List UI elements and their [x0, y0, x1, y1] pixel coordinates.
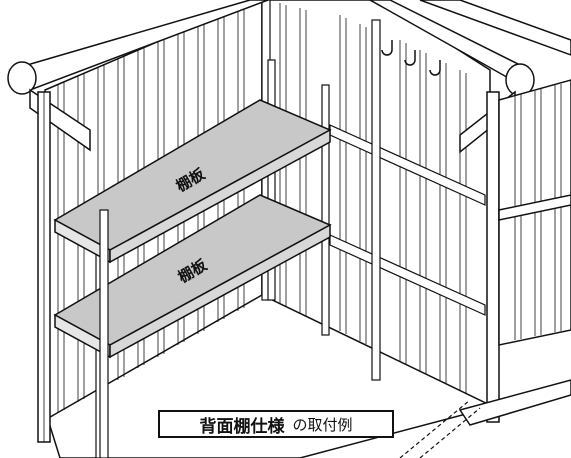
- front-post-left: [37, 91, 51, 443]
- back-wall-right: [261, 0, 491, 407]
- caption-sub: の取付例: [292, 415, 353, 434]
- hook-icons: [381, 40, 441, 76]
- dashed-outline: [399, 399, 481, 458]
- caption-box: 背面棚仕様 の取付例: [158, 410, 394, 438]
- caption-main: 背面棚仕様: [199, 416, 285, 437]
- front-post-right: [458, 79, 571, 426]
- front-support-bar: [99, 209, 109, 458]
- lower-shelf: 棚板: [53, 194, 332, 359]
- upper-shelf: 棚板: [53, 99, 332, 264]
